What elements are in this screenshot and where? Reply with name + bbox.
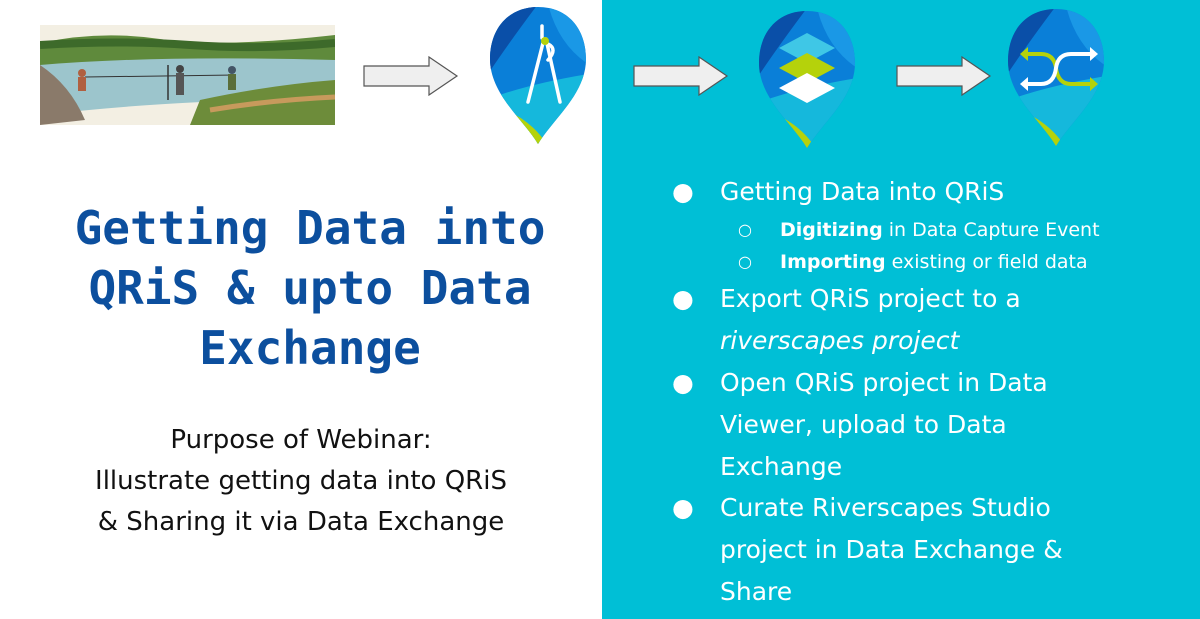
bullet-text: Getting Data into QRiS [720, 177, 1005, 206]
sub-bullet-bold: Importing [780, 251, 886, 273]
bullet-text: Exchange [720, 452, 843, 481]
bullet-icon: ● [672, 493, 694, 522]
bullet-text: Export QRiS project to a [720, 284, 1021, 313]
title-line: QRiS & upto Data [88, 261, 532, 315]
slide-title: Getting Data into QRiS & upto Data Excha… [0, 198, 620, 378]
arrow-right-icon [363, 56, 459, 96]
sub-bullet-item: ○ Digitizing in Data Capture Event [738, 214, 1100, 246]
sub-bullet-bold: Digitizing [780, 219, 883, 241]
sub-bullet-item: ○ Importing existing or field data [738, 246, 1088, 278]
qris-layers-icon [759, 11, 855, 148]
qris-digitize-icon [490, 7, 586, 144]
bullet-text: Open QRiS project in Data [720, 368, 1048, 397]
title-line: Exchange [199, 321, 421, 375]
bullet-item: ● Export QRiS project to a riverscapes p… [672, 278, 1021, 362]
river-survey-illustration [40, 25, 335, 125]
bullet-text: Curate Riverscapes Studio [720, 493, 1051, 522]
bullet-text: project in Data Exchange & [720, 535, 1063, 564]
purpose-line: & Sharing it via Data Exchange [97, 507, 505, 537]
bullet-text: Share [720, 577, 793, 606]
sub-bullet-icon: ○ [738, 220, 752, 239]
bullet-icon: ● [672, 177, 694, 206]
title-line: Getting Data into [74, 201, 546, 255]
arrow-right-icon [633, 56, 729, 96]
sub-bullet-icon: ○ [738, 252, 752, 271]
bullet-item: ● Getting Data into QRiS [672, 171, 1005, 213]
bullet-icon: ● [672, 284, 694, 313]
data-exchange-icon [1008, 9, 1104, 146]
arrow-right-icon [896, 56, 992, 96]
bullet-text: Viewer, upload to Data [720, 410, 1007, 439]
bullet-item: ● Open QRiS project in Data Viewer, uplo… [672, 362, 1048, 488]
bullet-icon: ● [672, 368, 694, 397]
purpose-heading: Purpose of Webinar: [170, 425, 432, 455]
purpose-text: Purpose of Webinar: Illustrate getting d… [0, 420, 602, 543]
bullet-item: ● Curate Riverscapes Studio project in D… [672, 487, 1063, 613]
bullet-text-italic: riverscapes project [720, 326, 960, 355]
purpose-line: Illustrate getting data into QRiS [95, 466, 507, 496]
sub-bullet-text: in Data Capture Event [882, 219, 1100, 241]
sub-bullet-text: existing or field data [885, 251, 1088, 273]
right-panel [602, 0, 1200, 619]
